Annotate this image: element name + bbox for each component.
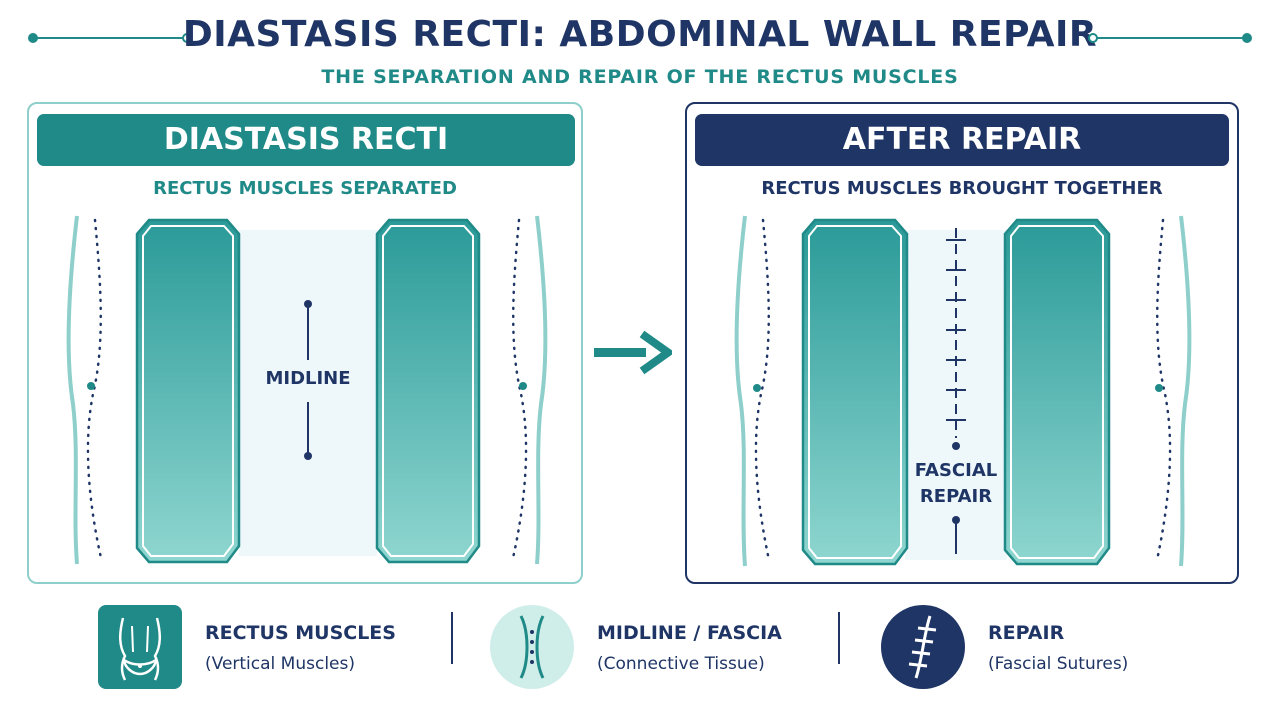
panel-after-repair-subtitle: RECTUS MUSCLES BROUGHT TOGETHER — [761, 178, 1163, 199]
page-title: DIASTASIS RECTI: ABDOMINAL WALL REPAIR — [182, 14, 1098, 55]
midline-label: MIDLINE — [265, 368, 351, 389]
panel-diastasis: DIASTASIS RECTI RECTUS MUSCLES SEPARATED… — [27, 102, 583, 584]
midline-marker-top-dot — [304, 300, 312, 308]
rectus-muscle-right-highlight — [382, 225, 474, 557]
repair-illustration — [734, 215, 1192, 567]
contour-node-left — [87, 382, 95, 390]
midline-gap — [239, 230, 377, 556]
outer-contour-left — [734, 215, 747, 567]
rectus-muscle-right — [1003, 218, 1111, 566]
outer-contour-right — [535, 215, 548, 565]
legend-separator — [451, 612, 453, 664]
suture-icon — [881, 605, 965, 689]
repair-label-line1: FASCIAL — [914, 460, 998, 481]
panel-after-repair: AFTER REPAIR RECTUS MUSCLES BROUGHT TOGE… — [685, 102, 1239, 584]
panel-diastasis-title: DIASTASIS RECTI — [37, 114, 575, 166]
page-subtitle: THE SEPARATION AND REPAIR OF THE RECTUS … — [321, 66, 959, 88]
legend-desc-repair: (Fascial Sutures) — [988, 654, 1129, 674]
legend-title-rectus: RECTUS MUSCLES — [205, 622, 396, 644]
arrow-right-icon — [594, 330, 672, 375]
rectus-muscle-left — [135, 218, 241, 564]
contour-node-left — [753, 384, 761, 392]
fascia-icon — [490, 605, 574, 689]
legend-desc-fascia: (Connective Tissue) — [597, 654, 765, 674]
legend-title-fascia: MIDLINE / FASCIA — [597, 622, 782, 644]
rectus-muscle-left-highlight — [142, 225, 234, 557]
title-dot-right-outer — [1242, 33, 1252, 43]
title-dot-left-outer — [28, 33, 38, 43]
legend-title-repair: REPAIR — [988, 622, 1065, 644]
diastasis-illustration — [66, 215, 548, 565]
contour-node-right — [519, 382, 527, 390]
panel-after-repair-title: AFTER REPAIR — [695, 114, 1229, 166]
title-dot-right-inner — [1088, 33, 1098, 43]
title-rule-left — [34, 37, 184, 39]
rectus-muscle-left-highlight — [808, 225, 902, 559]
dotted-contour-right — [511, 218, 528, 560]
legend-desc-rectus: (Vertical Muscles) — [205, 654, 355, 674]
legend-separator — [838, 612, 840, 664]
midline-marker-bottom-dot — [304, 452, 312, 460]
title-rule-right — [1096, 37, 1246, 39]
suture-stitches — [946, 239, 966, 421]
repair-label-line2: REPAIR — [919, 486, 993, 507]
rectus-muscle-left — [801, 218, 909, 566]
dotted-contour-left — [754, 218, 771, 562]
dotted-contour-right — [1155, 218, 1172, 562]
outer-contour-left — [66, 215, 79, 565]
outer-contour-right — [1179, 215, 1192, 567]
dotted-contour-left — [86, 218, 103, 560]
rectus-muscle-right — [375, 218, 481, 564]
panel-diastasis-subtitle: RECTUS MUSCLES SEPARATED — [153, 178, 457, 199]
abdomen-icon — [98, 605, 182, 689]
contour-node-right — [1155, 384, 1163, 392]
rectus-muscle-right-highlight — [1010, 225, 1104, 559]
suture-end-dot-top — [952, 442, 960, 450]
title-dot-left-inner — [182, 33, 192, 43]
